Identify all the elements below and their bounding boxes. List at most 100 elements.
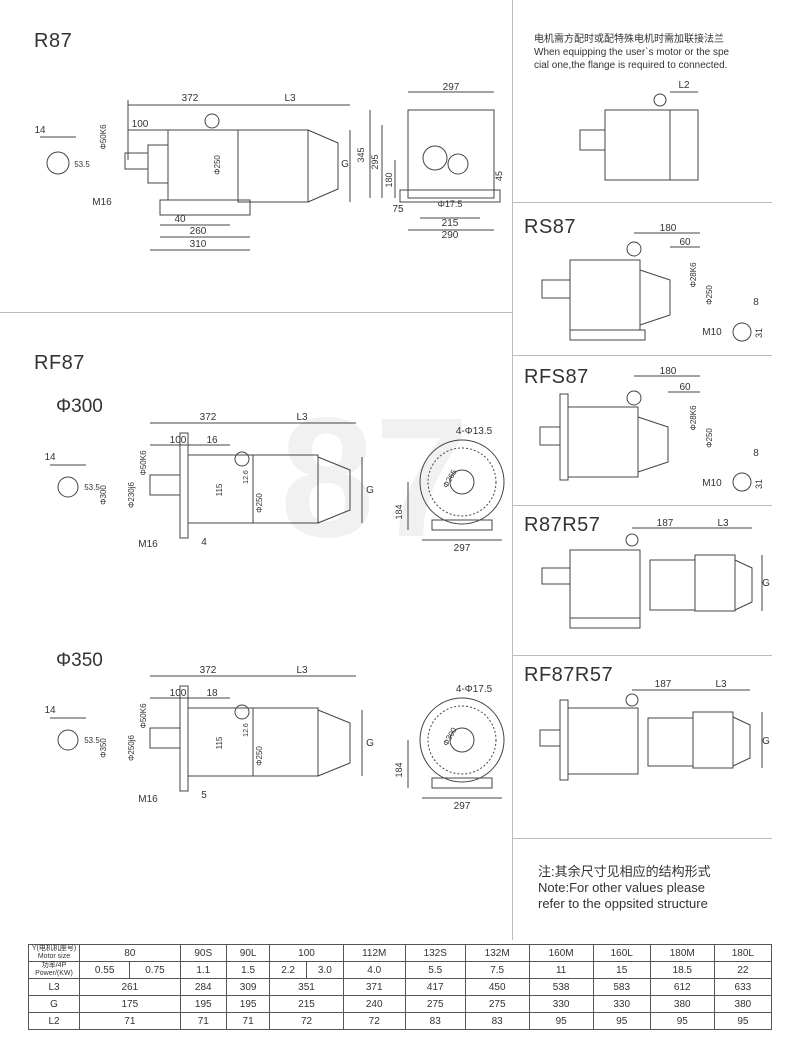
rf350-d250: Φ250 (255, 746, 264, 766)
power-cell: 0.55 (78, 961, 131, 979)
r87-side-drawing: 372 L3 100 14 53.5 Φ50K6 Φ250 M16 40 260… (34, 93, 351, 251)
power-cell: 2.2 (269, 961, 307, 979)
rf350-d372: 372 (200, 665, 217, 676)
table-row: L2 71 71 71 72 72 83 83 95 95 95 95 (28, 1012, 773, 1030)
rf350-d53: 53.5 (84, 736, 100, 745)
end-d215: 215 (442, 218, 459, 229)
note-flange-cn: 电机需方配时或配特殊电机时需加联接法兰 (534, 34, 724, 45)
table-cell: 175 (79, 995, 181, 1013)
rf350-d184: 184 (394, 762, 404, 777)
divider-r87 (0, 312, 512, 313)
rf350-d115: 115 (215, 736, 224, 749)
power-cell: 11 (528, 961, 594, 979)
rf350-m16: M16 (138, 794, 158, 805)
title-phi300: Φ300 (56, 396, 103, 417)
r87-m16: M16 (92, 197, 112, 208)
motor-size-cell: 80 (79, 944, 181, 962)
rfs87-d60: 60 (679, 382, 691, 393)
rf300-g: G (366, 485, 374, 496)
table-cell: 309 (225, 978, 271, 996)
rf350-pcd: Φ300 (441, 725, 459, 747)
table-cell: 351 (269, 978, 344, 996)
divider-rfs87 (512, 505, 772, 506)
rf300-d184: 184 (394, 504, 404, 519)
rfs87-d31: 31 (754, 479, 764, 489)
title-rf87: RF87 (34, 352, 85, 374)
r87-shaft: Φ50K6 (99, 124, 108, 150)
rf300-d230: Φ230j6 (127, 481, 136, 508)
motor-size-cell: 132M (464, 944, 530, 962)
table-cell: 612 (649, 978, 715, 996)
title-r87r57: R87R57 (524, 514, 601, 536)
r87-d53: 53.5 (74, 160, 90, 169)
motor-size-cell: 90L (225, 944, 271, 962)
table-cell: 195 (179, 995, 227, 1013)
watermark: 87 (280, 383, 470, 573)
table-cell: 71 (179, 1012, 227, 1030)
header-motor-size: Y(电机机座号) Motor size (28, 944, 80, 962)
table-cell: 195 (225, 995, 271, 1013)
power-cell: 1.5 (225, 961, 271, 979)
title-r87: R87 (34, 30, 73, 52)
rs87-d180: 180 (660, 223, 677, 234)
rf87r57-drawing: 187 L3 G (539, 679, 770, 781)
rf350-d18: 18 (206, 688, 218, 699)
end-d295: 295 (370, 154, 380, 169)
table-row: G 175 195 195 215 240 275 275 330 330 38… (28, 995, 773, 1013)
divider-rs87 (512, 355, 772, 356)
rf87r57-l3: L3 (715, 679, 727, 690)
rf300-d16: 16 (206, 435, 218, 446)
table-cell: 72 (269, 1012, 344, 1030)
rf300-d372: 372 (200, 412, 217, 423)
table-cell: 240 (342, 995, 406, 1013)
rfs87-drawing: 180 60 Φ28K6 Φ250 M10 8 31 (539, 366, 764, 492)
power-cell: 1.1 (179, 961, 227, 979)
r87r57-drawing: 187 L3 G (541, 518, 770, 629)
table-cell: 95 (649, 1012, 715, 1030)
rf300-d4: 4 (201, 537, 207, 548)
r87-d260: 260 (190, 226, 207, 237)
rfs87-d180: 180 (660, 366, 677, 377)
divider-note (512, 838, 772, 839)
note-other-en2: refer to the oppsited structure (538, 896, 708, 911)
rf350-side-drawing: 372 L3 100 18 14 53.5 Φ50K6 Φ350 Φ250j6 … (44, 665, 374, 805)
flange-adapter-drawing: L2 (579, 80, 699, 181)
note-other-en1: Note:For other values please (538, 880, 705, 895)
table-cell: 380 (649, 995, 715, 1013)
motor-spec-table: Y(电机机座号) Motor size 80 90S 90L 100 112M … (28, 944, 773, 1030)
rs87-d60: 60 (679, 237, 691, 248)
rf300-holes: 4-Φ13.5 (456, 426, 493, 437)
power-cell: 22 (713, 961, 773, 979)
column-divider (512, 0, 513, 940)
rf300-m16: M16 (138, 539, 158, 550)
rf300-d250: Φ250 (255, 493, 264, 513)
rfs87-shaft: Φ28K6 (689, 405, 698, 431)
power-cell: 4.0 (342, 961, 406, 979)
motor-size-cell: 112M (342, 944, 406, 962)
rs87-flange: Φ250 (705, 285, 714, 305)
motor-size-cell: 160M (528, 944, 594, 962)
title-rfs87: RFS87 (524, 366, 589, 388)
table-cell: 371 (342, 978, 406, 996)
r87-g: G (341, 159, 349, 170)
rs87-d31: 31 (754, 328, 764, 338)
end-d180: 180 (384, 172, 394, 187)
r87-d372: 372 (182, 93, 199, 104)
end-d290: 290 (442, 230, 459, 241)
motor-size-cell: 180L (713, 944, 773, 962)
table-cell: 71 (79, 1012, 181, 1030)
rf350-d100: 100 (170, 688, 187, 699)
title-rs87: RS87 (524, 216, 577, 238)
note-flange-en1: When equipping the user`s motor or the s… (534, 47, 730, 58)
title-rf87r57: RF87R57 (524, 664, 614, 686)
r87-d14: 14 (34, 125, 46, 136)
table-cell: 275 (464, 995, 530, 1013)
r87r57-d187: 187 (657, 518, 674, 529)
r87-l3: L3 (284, 93, 296, 104)
rf87r57-d187: 187 (655, 679, 672, 690)
motor-size-cell: 90S (179, 944, 227, 962)
table-cell: 450 (464, 978, 530, 996)
rf350-l3: L3 (296, 665, 308, 676)
motor-size-cell: 100 (269, 944, 344, 962)
note-flange: 电机需方配时或配特殊电机时需加联接法兰 When equipping the u… (534, 33, 729, 72)
